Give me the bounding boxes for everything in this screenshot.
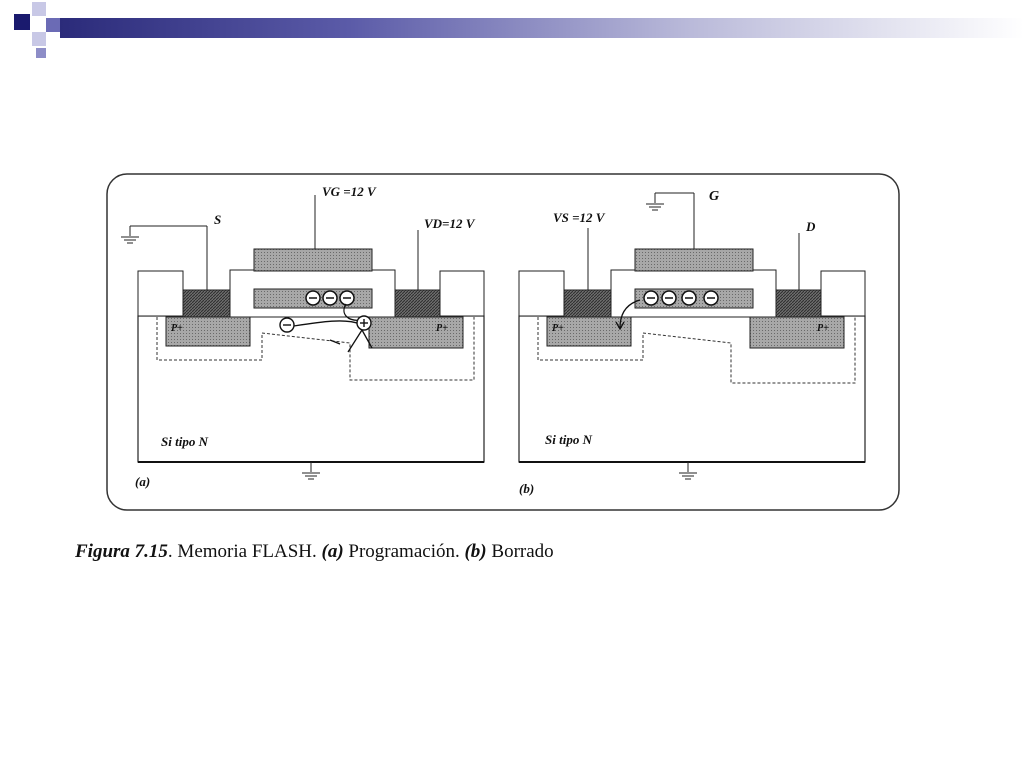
drain-region-label-a: P+ xyxy=(436,323,448,334)
drain-region-a xyxy=(368,316,464,349)
caption-title: . Memoria FLASH. xyxy=(167,541,322,562)
source-label-a: S xyxy=(214,212,221,227)
figure-number: Figura 7.15 xyxy=(75,541,168,562)
template-square-light xyxy=(32,2,46,16)
gate-label-b: G xyxy=(709,189,719,204)
gate-voltage-label-a: VG =12 V xyxy=(322,184,377,199)
ground-icon-substrate-a xyxy=(302,462,320,480)
field-oxide-right-b xyxy=(820,270,866,317)
stored-electrons-a xyxy=(305,290,355,306)
ground-icon-source-a xyxy=(121,226,139,244)
source-region-a xyxy=(165,316,251,347)
field-oxide-right-a xyxy=(439,270,485,317)
panel-tag-a: (a) xyxy=(135,474,150,489)
template-square-dark xyxy=(14,14,30,30)
caption-b-tag: (b) xyxy=(464,541,487,562)
panel-a: VG =12 V S VD=12 V P+ P+ Si tipo N (a) xyxy=(121,184,485,489)
template-square-mid2 xyxy=(36,48,46,58)
figure-caption: Figura 7.15. Memoria FLASH. (a) Programa… xyxy=(75,541,554,563)
source-region-label-b: P+ xyxy=(552,323,564,334)
drain-contact-b xyxy=(775,289,822,318)
control-gate-a xyxy=(253,248,373,272)
field-oxide-left-a xyxy=(137,270,184,317)
substrate-label-b: Si tipo N xyxy=(545,432,593,447)
source-voltage-label-b: VS =12 V xyxy=(553,210,606,225)
panel-b: G VS =12 V D P+ P+ Si tipo N (b) xyxy=(518,189,866,496)
electron-icon-a xyxy=(279,317,295,333)
hole-icon-a xyxy=(356,315,372,331)
panel-tag-b: (b) xyxy=(519,481,534,496)
ground-icon-substrate-b xyxy=(679,462,697,480)
depletion-boundary-b xyxy=(537,317,856,384)
electron-injection-arrows-a xyxy=(293,303,373,353)
drain-region-b xyxy=(749,316,845,349)
stored-electrons-b xyxy=(643,290,719,306)
drain-region-label-b: P+ xyxy=(817,323,829,334)
caption-b-text: Borrado xyxy=(486,541,554,562)
substrate-label-a: Si tipo N xyxy=(161,434,209,449)
source-region-b xyxy=(546,316,632,347)
control-gate-b xyxy=(634,248,754,272)
template-gradient-bar xyxy=(60,18,1024,38)
caption-a-text: Programación. xyxy=(343,541,465,562)
figure-frame xyxy=(106,173,900,511)
field-oxide-left-b xyxy=(518,270,565,317)
source-contact-b xyxy=(563,289,612,318)
source-contact-a xyxy=(182,289,231,318)
depletion-boundary-a xyxy=(156,317,475,381)
tunneling-arrow-b xyxy=(615,299,641,331)
source-region-label-a: P+ xyxy=(171,323,183,334)
drain-voltage-label-a: VD=12 V xyxy=(424,216,476,231)
template-square-light2 xyxy=(32,32,46,46)
drain-label-b: D xyxy=(805,219,816,234)
drain-contact-a xyxy=(394,289,441,318)
caption-a-tag: (a) xyxy=(321,541,344,562)
ground-icon-gate-b xyxy=(646,193,664,211)
template-square-mid xyxy=(46,18,60,32)
